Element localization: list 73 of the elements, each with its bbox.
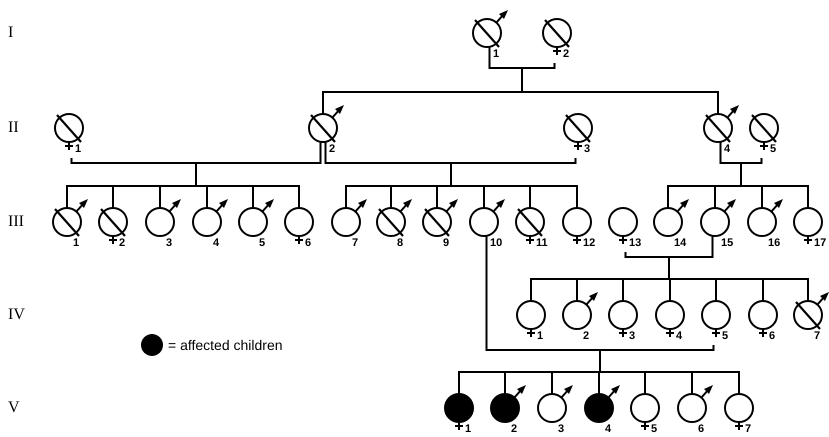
- pedigree-line: [551, 371, 600, 394]
- person-number: 5: [651, 423, 658, 436]
- person-number: 10: [490, 237, 502, 250]
- pedigree-line: [195, 163, 197, 186]
- pedigree-line: [740, 163, 742, 186]
- person-number: 2: [119, 237, 126, 250]
- person-number: 6: [305, 237, 312, 250]
- pedigree-line: [451, 158, 576, 164]
- pedigree-line: [668, 257, 670, 279]
- person-number: 2: [583, 330, 590, 343]
- person-number: 3: [166, 237, 172, 250]
- pedigree-line: [668, 278, 671, 301]
- person-number: 3: [629, 330, 636, 343]
- pedigree-line: [622, 278, 669, 301]
- pedigree-line: [714, 185, 741, 208]
- pedigree-line: [322, 91, 522, 114]
- pedigree-line: [488, 47, 522, 69]
- pedigree-line: [741, 185, 809, 208]
- person-number: 12: [583, 237, 596, 250]
- pedigree-line: [598, 371, 600, 394]
- pedigree-line: [450, 163, 452, 186]
- pedigree-line: [600, 345, 714, 351]
- generation-label: IV: [8, 306, 25, 324]
- pedigree-line: [522, 91, 719, 114]
- person-number: 1: [73, 237, 80, 250]
- person-number: 2: [329, 143, 336, 156]
- pedigree-line: [159, 185, 196, 208]
- person-number: 4: [724, 143, 730, 156]
- pedigree-line: [451, 185, 578, 208]
- person-number: 7: [814, 330, 820, 343]
- person-number: 4: [605, 423, 612, 436]
- pedigree-line: [669, 236, 714, 258]
- pedigree-line: [196, 142, 322, 164]
- pedigree-line: [70, 158, 196, 164]
- person-number: 4: [676, 330, 682, 343]
- person-number: 16: [768, 237, 780, 250]
- pedigree-line: [521, 68, 523, 92]
- person-number: 1: [465, 423, 472, 436]
- person-number: 13: [629, 237, 642, 250]
- generation-label: III: [8, 213, 24, 231]
- person-number: 7: [745, 423, 752, 436]
- person-number: 3: [584, 143, 590, 156]
- generation-label: II: [8, 119, 19, 137]
- generation-label: V: [8, 399, 20, 417]
- person-number: 4: [213, 237, 220, 250]
- person-number: 17: [814, 237, 826, 250]
- person-number: 5: [770, 143, 776, 156]
- person-number: 1: [75, 143, 82, 156]
- person-number: 11: [536, 237, 548, 250]
- pedigree-line: [599, 350, 601, 372]
- person-number: 5: [722, 330, 728, 343]
- pedigree-line: [741, 158, 762, 164]
- person-number: 1: [537, 330, 544, 343]
- pedigree-line: [324, 142, 451, 164]
- person-number: 1: [493, 48, 500, 61]
- pedigree-line: [720, 142, 741, 164]
- pedigree-line: [436, 185, 451, 208]
- person-number: 6: [698, 423, 704, 436]
- person-number: 14: [674, 237, 686, 250]
- person-number: 2: [511, 423, 518, 436]
- person-number: 5: [259, 237, 266, 250]
- generation-label: I: [8, 24, 14, 42]
- person-number: 8: [397, 237, 404, 250]
- legend-text: = affected children: [168, 337, 283, 353]
- person-number: 2: [563, 48, 570, 61]
- person-number: 6: [769, 330, 776, 343]
- pedigree-line: [522, 63, 556, 69]
- person-number: 9: [443, 237, 450, 250]
- person-number: 15: [721, 237, 734, 250]
- person-number: 7: [352, 237, 358, 250]
- pedigree-line: [486, 236, 600, 351]
- person-number: 3: [558, 423, 564, 436]
- pedigree-line: [624, 252, 669, 258]
